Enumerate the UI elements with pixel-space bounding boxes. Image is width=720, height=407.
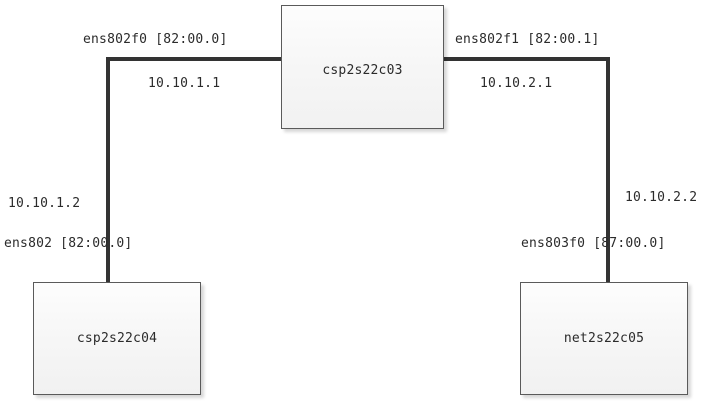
node-net2s22c05[interactable]: net2s22c05 [520,282,688,395]
interface-label-csp2s22c04-ens802: ens802 [82:00.0] [4,236,133,251]
ip-label-csp2s22c03-ens802f0: 10.10.1.1 [148,76,221,91]
node-label-csp2s22c03: csp2s22c03 [322,62,403,78]
node-label-net2s22c05: net2s22c05 [563,331,645,346]
link-csp2s22c03-to-csp2s22c04 [106,57,283,283]
node-label-csp2s22c04: csp2s22c04 [76,331,158,346]
interface-label-csp2s22c03-ens802f0: ens802f0 [82:00.0] [83,32,228,47]
ip-label-net2s22c05-ens803f0: 10.10.2.2 [625,190,698,205]
interface-label-net2s22c05-ens803f0: ens803f0 [87:00.0] [521,236,666,251]
interface-label-csp2s22c03-ens802f1: ens802f1 [82:00.1] [455,32,600,47]
ip-label-csp2s22c04-ens802: 10.10.1.2 [8,196,81,211]
node-csp2s22c04[interactable]: csp2s22c04 [33,282,201,395]
node-csp2s22c03[interactable]: csp2s22c03 [281,5,444,129]
ip-label-csp2s22c03-ens802f1: 10.10.2.1 [480,76,553,91]
